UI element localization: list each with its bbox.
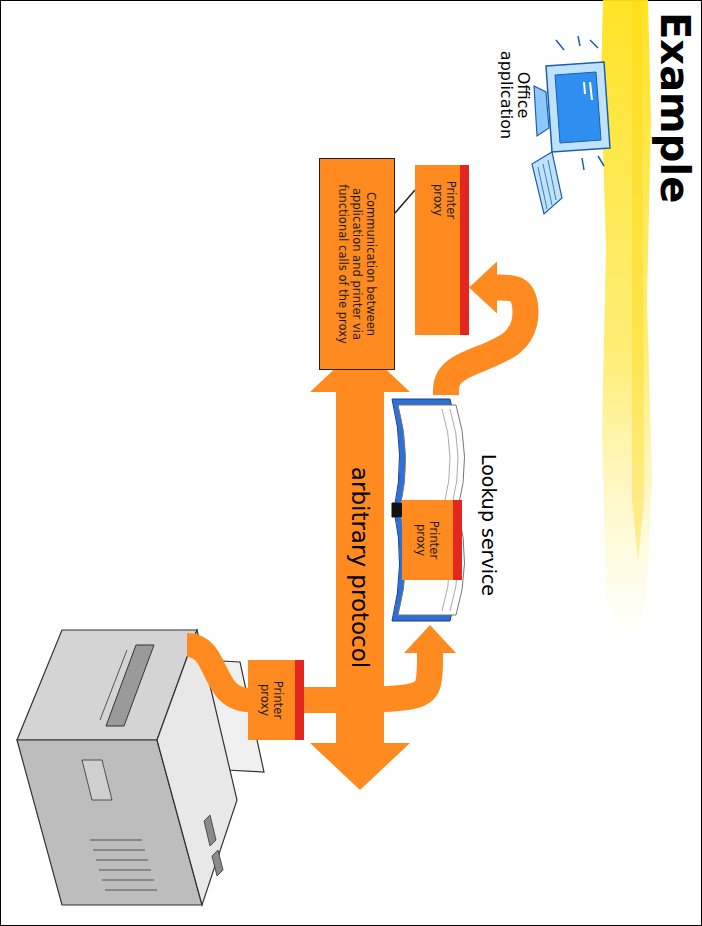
protocol-label: arbitrary protocol <box>345 392 375 743</box>
proxy-label: Printer proxy <box>431 171 457 229</box>
drawing-part <box>546 62 610 152</box>
drawing-part <box>582 156 604 170</box>
callout-box: Communication between application and pr… <box>319 158 395 370</box>
title-brush <box>601 0 652 650</box>
proxy-label: Printer proxy <box>415 511 441 569</box>
printer-proxy-box: Printer proxy <box>248 660 304 740</box>
drawing-part <box>82 760 112 800</box>
drawing-part <box>204 815 223 876</box>
drawing-part <box>538 160 556 209</box>
drawing-part <box>556 36 598 50</box>
computer-illustration <box>532 36 610 214</box>
slide-title: Example <box>652 12 698 203</box>
drawing-part <box>534 86 549 136</box>
lookup-service-book: Lookup service Printer proxy <box>390 395 502 625</box>
printer-proxy-box: Printer proxy <box>402 500 462 580</box>
drawing-part <box>555 72 601 143</box>
printer-illustration <box>17 630 264 905</box>
callout-text: Communication between application and pr… <box>336 162 378 366</box>
drawing-part <box>532 152 562 214</box>
title-brush-stroke <box>632 0 644 560</box>
leader-line <box>395 190 415 213</box>
proxy-label: Printer proxy <box>259 671 285 729</box>
drawing-part <box>90 840 157 890</box>
upload-band <box>187 645 250 700</box>
drawing-part <box>100 650 127 720</box>
drawing-part <box>584 82 592 100</box>
application-label: Office application <box>498 30 532 160</box>
printer-proxy-box: Printer proxy <box>415 165 469 335</box>
service-heading: Lookup service <box>478 425 500 625</box>
